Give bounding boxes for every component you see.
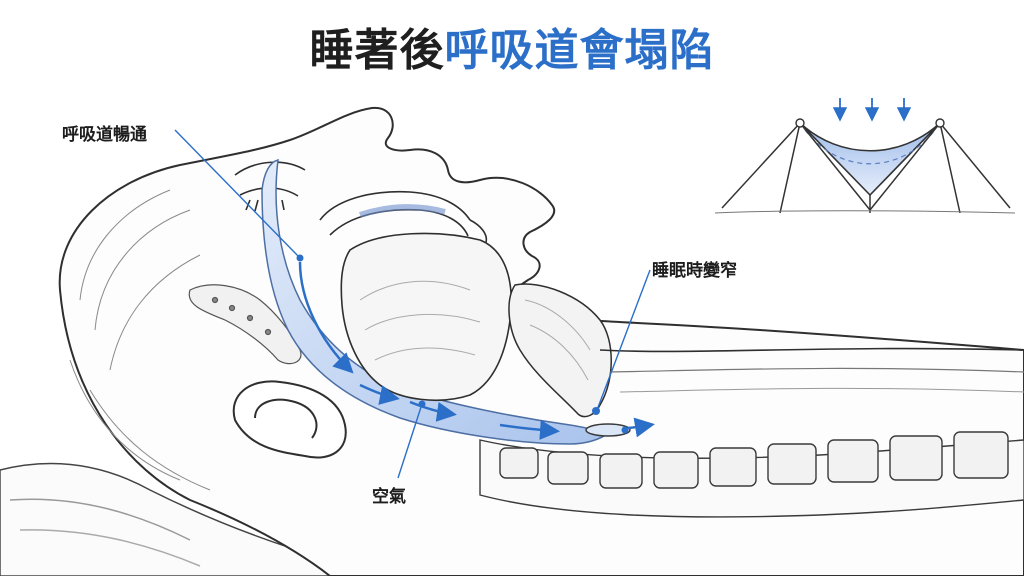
- ear: [232, 380, 347, 459]
- spine: [479, 431, 1024, 518]
- head-contour-lines: [69, 189, 211, 491]
- label-airway-open: 呼吸道暢通: [62, 125, 147, 145]
- soft-tissue: [508, 283, 612, 418]
- title-part-dark: 睡著後: [309, 25, 445, 76]
- title-part-blue: 呼吸道會塌陷: [444, 25, 715, 76]
- airflow-arrows: [298, 261, 655, 440]
- label-air: 空氣: [372, 487, 406, 507]
- collapse-point: [585, 407, 631, 437]
- tongue: [340, 232, 512, 401]
- leader-lines: [174, 129, 651, 479]
- skull-base: [188, 284, 302, 365]
- page-title: 睡著後呼吸道會塌陷: [0, 14, 1024, 78]
- label-narrows-in-sleep: 睡眠時變窄: [652, 261, 737, 281]
- tent-illustration: [714, 98, 1016, 214]
- neck: [599, 347, 1024, 393]
